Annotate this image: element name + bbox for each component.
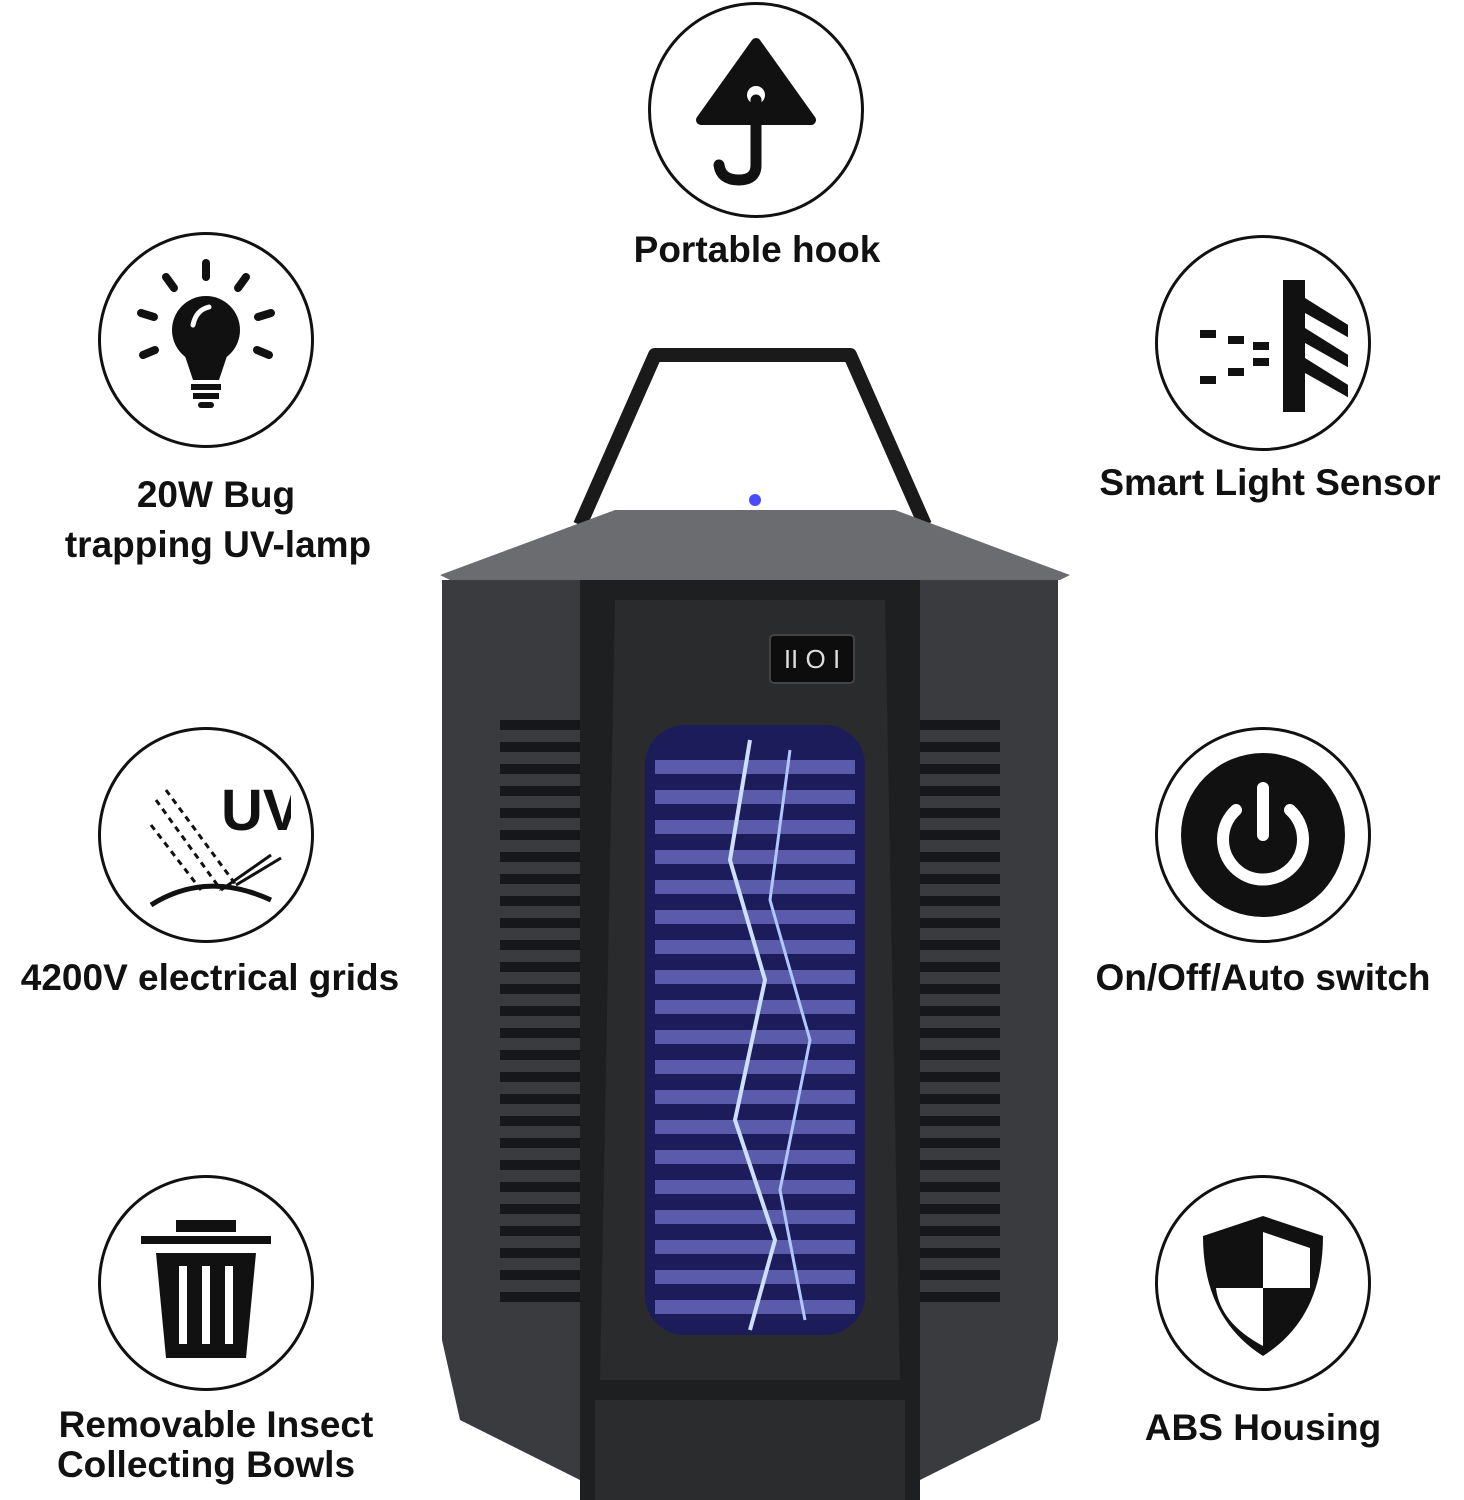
hook-label: Portable hook — [633, 229, 881, 270]
top-cap — [440, 510, 1070, 580]
housing-label: ABS Housing — [1144, 1407, 1382, 1448]
light-bulb-icon-circle — [98, 232, 314, 448]
uv-icon-circle: UV — [98, 727, 314, 943]
uv-lamp-label-line1: 20W Bug — [136, 474, 296, 515]
trash-bin-icon-circle — [98, 1175, 314, 1391]
power-icon — [1181, 753, 1345, 917]
power-switch — [769, 634, 855, 684]
uv-lamp-label-line2: trapping UV-lamp — [64, 524, 372, 565]
bowls-label-line1: Removable Insect — [58, 1404, 374, 1445]
uv-icon-text: UV — [221, 778, 291, 843]
grids-label: 4200V electrical grids — [20, 957, 400, 998]
light-sensor-icon — [1200, 280, 1348, 412]
uv-rays-icon: UV — [149, 778, 291, 908]
bug-zapper-product: II O I — [440, 348, 1070, 1500]
switch-label: On/Off/Auto switch — [1095, 957, 1431, 998]
power-icon-circle — [1155, 727, 1371, 943]
trash-bin-icon — [141, 1220, 271, 1358]
indicator-light — [749, 494, 761, 506]
power-switch-text: II O I — [784, 644, 840, 674]
shield-icon — [1203, 1216, 1323, 1356]
light-bulb-icon — [137, 259, 275, 408]
hook-icon — [696, 38, 816, 186]
hook-icon-circle — [648, 2, 864, 218]
carry-handle — [573, 348, 932, 528]
bowls-label-line2: Collecting Bowls — [56, 1444, 356, 1485]
sensor-label: Smart Light Sensor — [1099, 462, 1441, 503]
shield-icon-circle — [1155, 1175, 1371, 1391]
light-sensor-icon-circle — [1155, 235, 1371, 451]
